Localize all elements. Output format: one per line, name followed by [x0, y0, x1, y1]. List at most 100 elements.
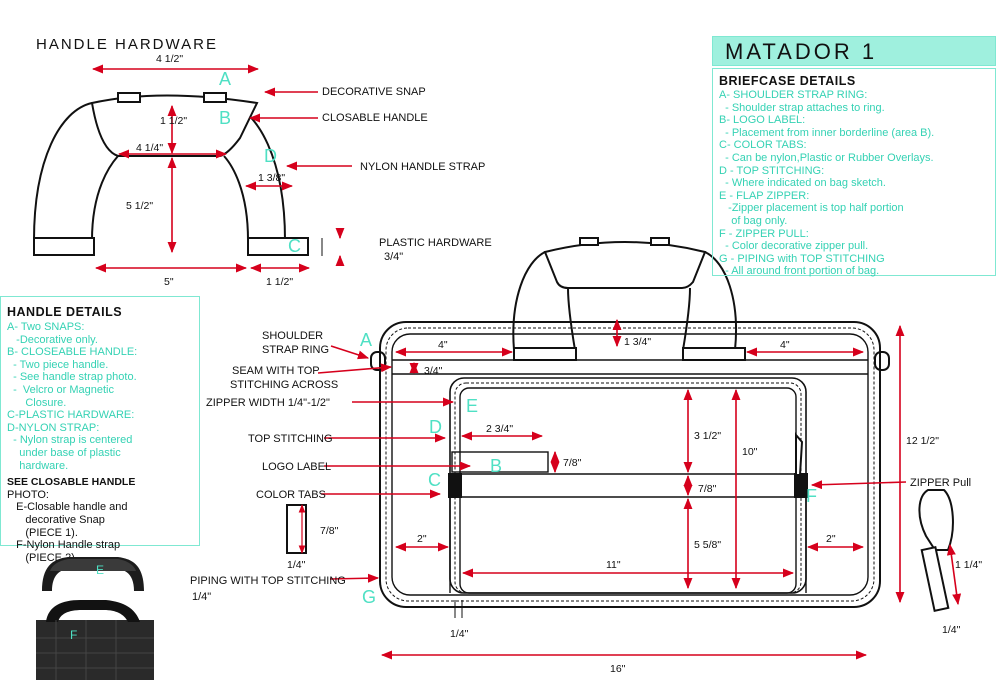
dim-span: 5" [164, 276, 174, 288]
bag-dim-label-w: 2 3/4" [486, 423, 513, 435]
label-color-tabs: COLOR TABS [256, 489, 326, 501]
dim-foot: 1 1/2" [266, 276, 293, 288]
detail-line: (PIECE 1). [7, 526, 78, 539]
letter-b: B [219, 108, 231, 128]
bag-dim-handle-h: 1 3/4" [624, 336, 651, 348]
closable-handle-photo [42, 557, 144, 591]
label-plastic-hardware-size: 3/4" [384, 251, 403, 263]
tab-dim-h: 7/8" [320, 525, 339, 537]
detail-line: - Two piece handle. [7, 358, 109, 371]
bag-dim-upper-h: 3 1/2" [694, 430, 721, 442]
label-top-stitching: TOP STITCHING [248, 433, 333, 445]
bag-letter-b: B [490, 456, 502, 476]
detail-line: - Color decorative zipper pull. [719, 240, 869, 253]
detail-line: G - PIPING with TOP STITCHING [719, 252, 885, 265]
photo-letter-e: E [96, 563, 105, 577]
bag-dimensions [298, 318, 962, 660]
label-decorative-snap: DECORATIVE SNAP [322, 86, 426, 98]
detail-line: - Can be nylon,Plastic or Rubber Overlay… [719, 151, 934, 164]
bag-letter-d: D [429, 417, 442, 437]
bag-dim-lower-h: 5 5/8" [694, 539, 721, 551]
detail-line: PHOTO: [7, 488, 49, 501]
detail-line: E - FLAP ZIPPER: [719, 189, 810, 202]
bag-dim-inner-w: 11" [606, 559, 621, 571]
bag-dim-left-4: 4" [438, 339, 448, 351]
detail-line: - Where indicated on bag sketch. [719, 177, 886, 190]
bag-letter-e: E [466, 396, 478, 416]
briefcase-details-lines: A- SHOULDER STRAP RING: - Shoulder strap… [719, 89, 989, 278]
bag-dim-seam: 3/4" [424, 365, 443, 377]
detail-line: F - ZIPPER PULL: [719, 227, 809, 240]
detail-line: B- LOGO LABEL: [719, 114, 806, 127]
detail-line: - Nylon strap is centered [7, 434, 133, 447]
bag-dim-left-2: 2" [417, 533, 427, 545]
briefcase-details-panel: BRIEFCASE DETAILS A- SHOULDER STRAP RING… [712, 68, 996, 278]
letter-d: D [264, 146, 277, 166]
label-seam-2: STITCHING ACROSS [230, 379, 338, 391]
dim-height: 5 1/2" [126, 200, 153, 212]
detail-line: - Velcro or Magnetic [7, 383, 114, 396]
dim-bottom-width: 4 1/4" [136, 142, 163, 154]
detail-line: C- COLOR TABS: [719, 139, 807, 152]
label-nylon-strap: NYLON HANDLE STRAP [360, 161, 485, 173]
detail-line: - Shoulder strap attaches to ring. [719, 101, 885, 114]
detail-line: of bag only. [719, 214, 788, 227]
label-zipper-pull: ZIPPER Pull [910, 477, 971, 489]
briefcase-drawing [286, 237, 954, 612]
bag-dim-total-h: 12 1/2" [906, 435, 939, 447]
detail-line: F-Nylon Handle strap [7, 539, 121, 552]
bag-dim-total-w: 16" [610, 663, 626, 675]
letter-a: A [219, 69, 231, 89]
bag-dim-bottom-quarter: 1/4" [450, 628, 469, 640]
nylon-strap-photo [36, 600, 154, 680]
detail-line: under base of plastic [7, 446, 121, 459]
detail-line: D - TOP STITCHING: [719, 164, 825, 177]
briefcase-details-title: BRIEFCASE DETAILS [719, 74, 856, 88]
detail-line: D-NYLON STRAP: [7, 421, 100, 434]
label-plastic-hardware: PLASTIC HARDWARE [379, 237, 492, 249]
pull-dim-w: 1/4" [942, 624, 961, 636]
label-seam-1: SEAM WITH TOP [232, 365, 320, 377]
detail-line: E-Closable handle and [7, 501, 128, 514]
handle-photo-f: F [36, 598, 154, 680]
bag-letter-c: C [428, 470, 441, 490]
handle-hardware-dimensions [91, 64, 352, 273]
matador-title-box: MATADOR 1 [712, 36, 996, 66]
label-piping-2: 1/4" [192, 591, 211, 603]
dim-top-width: 4 1/2" [156, 53, 183, 65]
detail-line: Closure. [7, 396, 67, 409]
detail-line: hardware. [7, 459, 69, 472]
detail-line: B- CLOSEABLE HANDLE: [7, 346, 138, 359]
handle-hardware-title: HANDLE HARDWARE [36, 36, 218, 53]
dim-handle-height: 1 1/2" [160, 115, 187, 127]
matador-title: MATADOR 1 [725, 39, 878, 64]
photo-letter-f: F [70, 628, 78, 642]
detail-line: decorative Snap [7, 513, 105, 526]
detail-line: - All around front portion of bag. [719, 265, 880, 278]
detail-line: -Decorative only. [7, 333, 98, 346]
label-shoulder-2: STRAP RING [262, 344, 329, 356]
detail-line: A- SHOULDER STRAP RING: [719, 89, 868, 101]
pull-dim-len: 1 1/4" [955, 559, 982, 571]
detail-line: - See handle strap photo. [7, 371, 137, 384]
handle-details-lines: A- Two SNAPS: -Decorative only.B- CLOSEA… [7, 321, 193, 472]
label-closable-handle: CLOSABLE HANDLE [322, 112, 428, 124]
label-zipper-width: ZIPPER WIDTH 1/4"-1/2" [206, 397, 330, 409]
bag-letter-a: A [360, 330, 372, 350]
detail-line: C-PLASTIC HARDWARE: [7, 409, 135, 422]
handle-details-panel: HANDLE DETAILS A- Two SNAPS: -Decorative… [0, 296, 200, 564]
bag-dim-band: 7/8" [698, 483, 717, 495]
label-piping-1: PIPING WITH TOP STITCHING [190, 575, 346, 587]
photo-lines: PHOTO: E-Closable handle and decorative … [7, 489, 193, 565]
handle-photo-e: E [38, 553, 148, 595]
dim-strap-width: 1 3/8" [258, 172, 285, 184]
detail-line: - Placement from inner borderline (area … [719, 126, 935, 139]
bag-dim-body-h: 10" [742, 446, 758, 458]
bag-dim-label-h: 7/8" [563, 457, 582, 469]
bag-dim-right-4: 4" [780, 339, 790, 351]
label-shoulder-1: SHOULDER [262, 330, 323, 342]
bag-dim-right-2: 2" [826, 533, 836, 545]
bag-letter-f: F [806, 486, 817, 506]
label-logo: LOGO LABEL [262, 461, 331, 473]
